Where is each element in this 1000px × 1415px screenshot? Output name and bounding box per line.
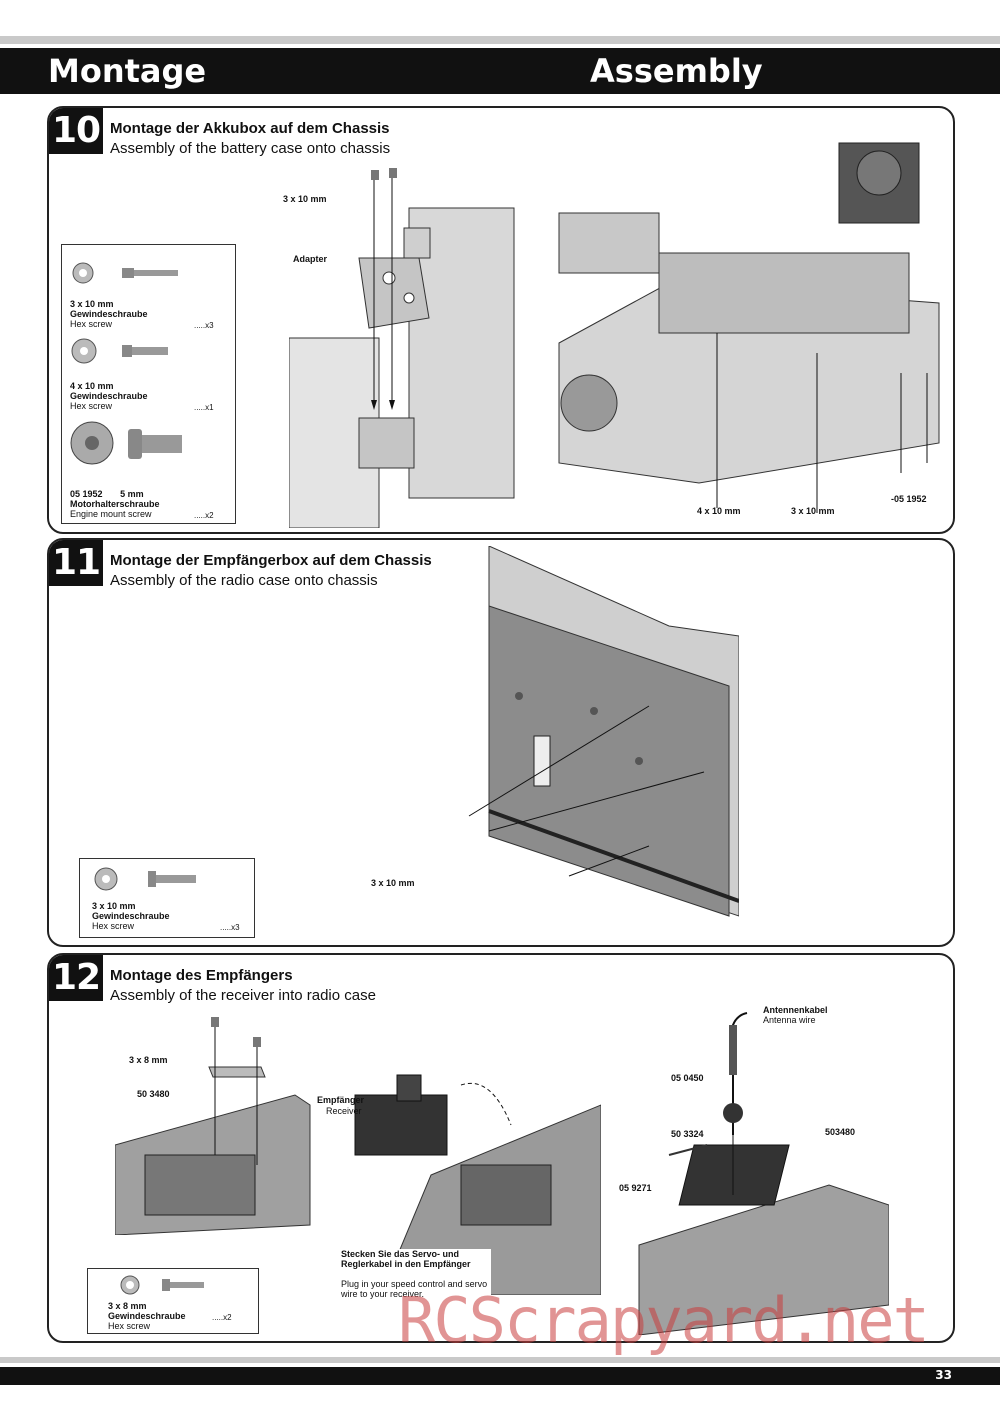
step-10-panel: 10 Montage der Akkubox auf dem Chassis A… bbox=[47, 106, 955, 534]
step-title-de: Montage der Akkubox auf dem Chassis bbox=[110, 120, 390, 137]
callout-part-05-0450: 05 0450 bbox=[671, 1073, 704, 1083]
part-2-qty: .....x1 bbox=[194, 403, 214, 412]
bottom-rule bbox=[0, 1357, 1000, 1363]
callout-screw-a: 4 x 10 mm bbox=[697, 506, 741, 516]
callout-screw-top: 3 x 10 mm bbox=[283, 194, 327, 204]
step-number: 10 bbox=[49, 108, 103, 154]
step-title-en: Assembly of the receiver into radio case bbox=[110, 987, 376, 1004]
part-1-qty: .....x3 bbox=[194, 321, 214, 330]
step-number: 12 bbox=[49, 955, 103, 1001]
callout-antenna-de: Antennenkabel bbox=[763, 1005, 828, 1015]
callout-part-50-3324: 50 3324 bbox=[671, 1129, 704, 1139]
callout-adapter: Adapter bbox=[293, 254, 328, 264]
page-footer: 33 bbox=[0, 1367, 1000, 1385]
callout-screw-b: 3 x 10 mm bbox=[791, 506, 835, 516]
callout-part-no: -05 1952 bbox=[891, 494, 927, 504]
washer-screw-icon bbox=[94, 867, 196, 891]
washer-screw-icon bbox=[120, 1275, 204, 1295]
adapter-illustration bbox=[289, 168, 515, 528]
battery-chassis-illustration bbox=[558, 142, 940, 513]
radio-case-mount-illustration bbox=[115, 1017, 311, 1235]
callout-part-50-3480: 50 3480 bbox=[137, 1089, 170, 1099]
receiver-install-illustration bbox=[354, 1074, 601, 1295]
header-title-de: Montage bbox=[48, 52, 207, 90]
step-number: 11 bbox=[49, 540, 103, 586]
step-title-de: Montage des Empfängers bbox=[110, 967, 293, 984]
header-title-en: Assembly bbox=[590, 52, 763, 90]
watermark: RCScrapyard.net bbox=[398, 1284, 930, 1357]
antenna-receiver-illustration bbox=[638, 1012, 889, 1335]
callout-antenna-en: Antenna wire bbox=[763, 1015, 816, 1025]
step-title-en: Assembly of the radio case onto chassis bbox=[110, 572, 378, 589]
page-header: Montage Assembly bbox=[0, 48, 1000, 94]
top-rule bbox=[0, 36, 1000, 44]
engine-mount-screw-icon bbox=[70, 421, 182, 465]
part-3-qty: .....x2 bbox=[194, 511, 214, 520]
part-1-qty: .....x2 bbox=[212, 1313, 232, 1322]
callout-screws: 3 x 8 mm bbox=[129, 1055, 168, 1065]
page-number: 33 bbox=[935, 1368, 952, 1382]
note-box: Stecken Sie das Servo- und Reglerkabel i… bbox=[341, 1249, 491, 1299]
step-12-panel: 12 Montage des Empfängers Assembly of th… bbox=[47, 953, 955, 1343]
callout-part-05-9271: 05 9271 bbox=[619, 1183, 652, 1193]
step-title-en: Assembly of the battery case onto chassi… bbox=[110, 140, 391, 157]
part-1-qty: .....x3 bbox=[220, 923, 240, 932]
callout-part-503480: 503480 bbox=[825, 1127, 856, 1137]
step-title-de: Montage der Empfängerbox auf dem Chassis bbox=[110, 552, 432, 569]
callout-screws: 3 x 10 mm bbox=[371, 878, 415, 888]
washer-screw-icon bbox=[72, 262, 178, 284]
callout-receiver-de: Empfänger bbox=[317, 1095, 365, 1105]
radio-case-chassis-illustration bbox=[468, 546, 739, 917]
step-11-panel: 11 Montage der Empfängerbox auf dem Chas… bbox=[47, 538, 955, 947]
callout-receiver-en: Receiver bbox=[326, 1106, 362, 1116]
washer-screw-icon bbox=[71, 338, 168, 364]
